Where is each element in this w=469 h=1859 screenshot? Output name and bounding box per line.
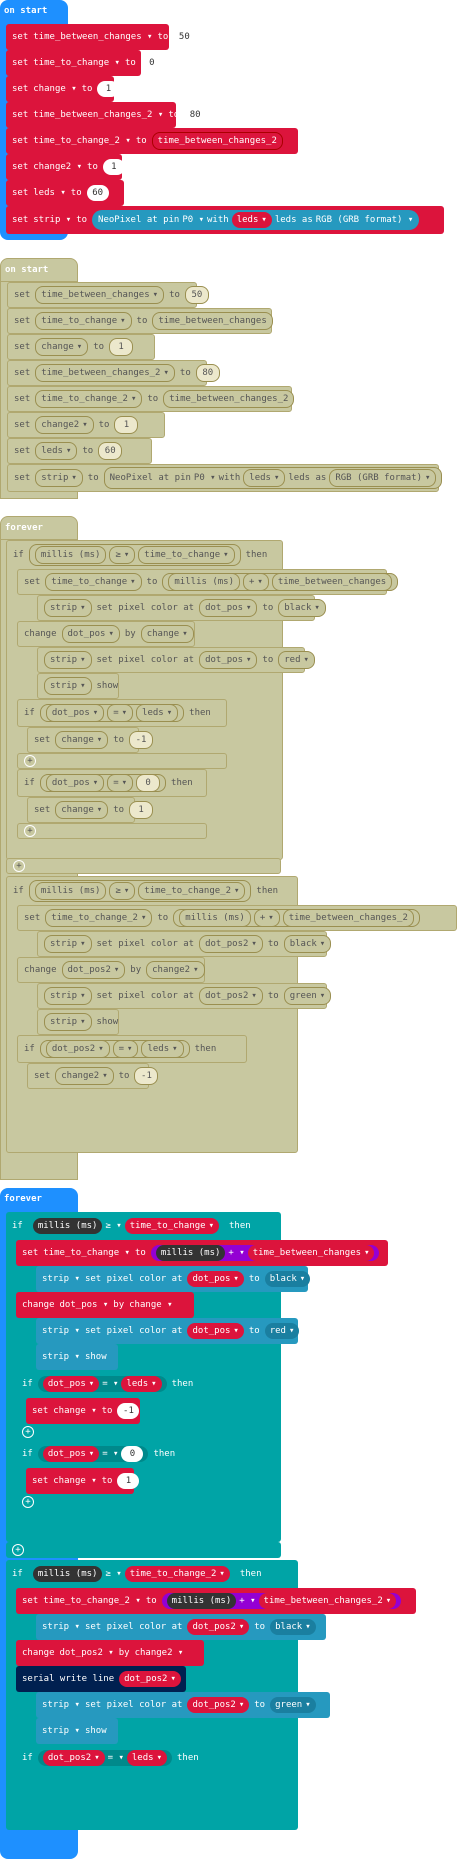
- set-change-block[interactable]: set change to 1: [6, 76, 120, 102]
- set-ttc2-block[interactable]: set time_to_change_2 to time_between_cha…: [6, 128, 298, 154]
- set-tbc2-block[interactable]: set time_between_changes_2 to 80: [6, 102, 207, 128]
- set-tbc-block[interactable]: set time_between_changes to 50: [6, 24, 196, 50]
- if-block-1-disabled[interactable]: if millis (ms) ≥ time_to_change then set…: [6, 540, 399, 860]
- if-block-2-disabled[interactable]: if millis (ms) ≥ time_to_change_2 then s…: [6, 876, 457, 1153]
- forever-hat[interactable]: forever: [0, 1188, 78, 1212]
- set-ttc-block[interactable]: set time_to_change to 0: [6, 50, 163, 76]
- on-start-block[interactable]: on start set time_between_changes to 50 …: [0, 0, 444, 240]
- if-block-1[interactable]: if millis (ms) ≥ time_to_change then set…: [6, 1212, 388, 1542]
- set-leds-block[interactable]: set leds to 60: [6, 180, 124, 206]
- if-block-2[interactable]: if millis (ms) ≥ time_to_change_2 then s…: [6, 1560, 416, 1830]
- on-start-label: on start: [4, 6, 48, 16]
- set-change2-block[interactable]: set change2 to 1: [6, 154, 125, 180]
- set-strip-block[interactable]: set strip to NeoPixel at pin P0 with led…: [6, 206, 444, 234]
- var-dropdown[interactable]: time_between_changes: [33, 32, 152, 42]
- neopixel-create-block[interactable]: NeoPixel at pin P0 with leds leds as RGB…: [92, 210, 420, 230]
- forever-block[interactable]: forever if millis (ms) ≥ time_to_change …: [0, 1188, 416, 1859]
- number-input[interactable]: 50: [173, 29, 196, 45]
- forever-label: forever: [4, 1194, 42, 1204]
- on-start-block-disabled[interactable]: on start set time_between_changes to 50 …: [0, 258, 443, 499]
- forever-block-disabled[interactable]: forever if millis (ms) ≥ time_to_change …: [0, 516, 457, 1180]
- on-start-hat[interactable]: on start: [0, 0, 68, 24]
